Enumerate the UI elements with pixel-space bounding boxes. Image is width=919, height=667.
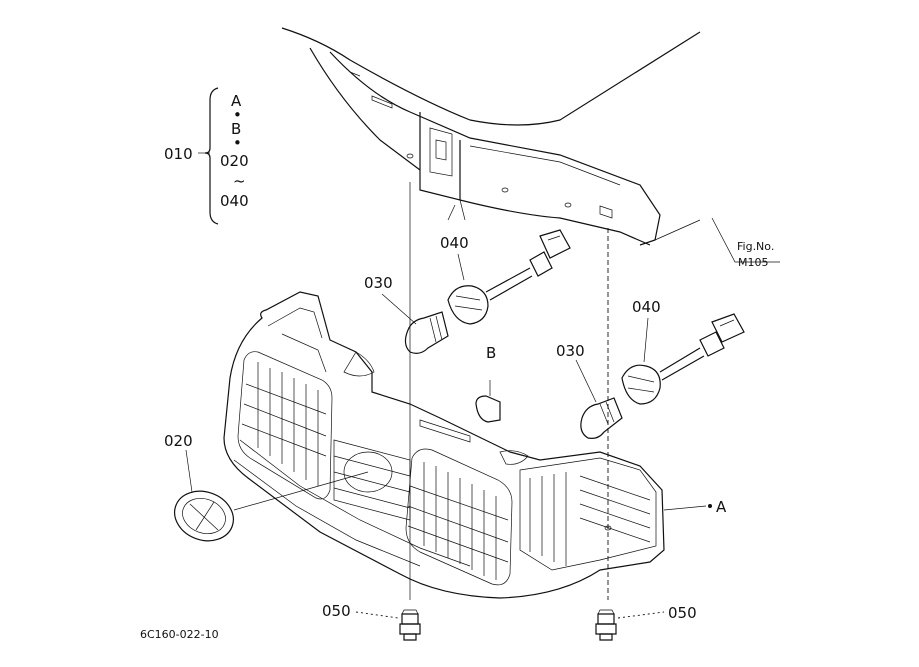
left-bulb-assembly	[404, 229, 571, 354]
legend-line-dot1: •	[233, 106, 242, 124]
bolt-050-left	[399, 609, 421, 641]
legend-line-b: B	[231, 120, 241, 138]
legend-line-tilde: ~	[233, 172, 246, 190]
legend-line-a: A	[231, 92, 242, 110]
label-020: 020	[164, 432, 193, 450]
fig-no-label: Fig.No.	[737, 240, 774, 253]
fig-number: M105	[738, 256, 769, 269]
right-bulb-assembly	[580, 313, 745, 439]
legend-line-dot2: •	[233, 134, 242, 152]
callout-leaders	[355, 253, 712, 619]
legend-line-040: 040	[220, 192, 249, 210]
label-a: A	[716, 498, 727, 516]
label-b: B	[486, 344, 496, 362]
label-040-right: 040	[632, 298, 661, 316]
legend-ref-number: 010	[164, 145, 193, 163]
footer-drawing-code: 6C160-022-10	[140, 628, 219, 641]
callout-labels: 030 040 030 040 B 020 A 050 050	[164, 234, 727, 622]
clip-b	[475, 380, 501, 423]
label-050-left: 050	[322, 602, 351, 620]
label-050-right: 050	[668, 604, 697, 622]
bolt-050-right	[595, 609, 617, 641]
hood-body-panel	[281, 27, 701, 246]
alignment-lines	[409, 182, 609, 600]
label-030-left: 030	[364, 274, 393, 292]
legend-line-020: 020	[220, 152, 249, 170]
legend-010: 010 A • B • 020 ~ 040	[164, 87, 249, 225]
label-040-left: 040	[440, 234, 469, 252]
label-030-right: 030	[556, 342, 585, 360]
headlight-housing	[223, 291, 665, 599]
figure-reference: Fig.No. M105	[711, 217, 780, 269]
emblem-020	[174, 449, 369, 542]
